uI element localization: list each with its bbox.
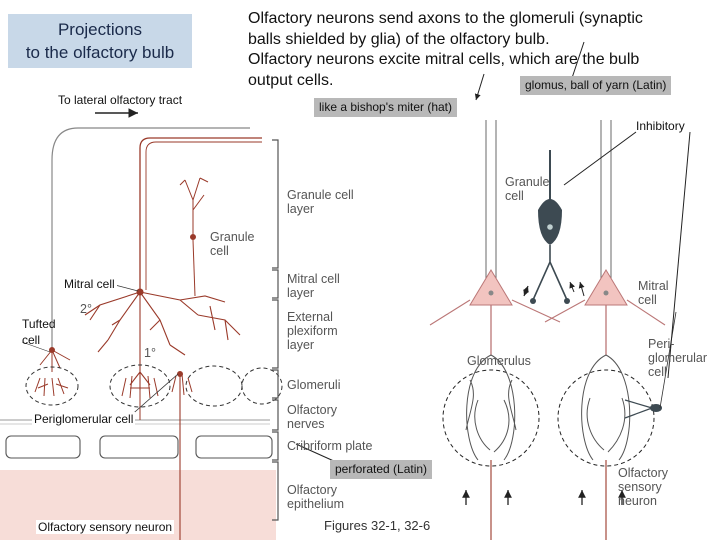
right-sensory-label-2: sensory (618, 480, 662, 494)
right-peri-label-1: Peri- (648, 337, 675, 351)
lateral-tract-label: To lateral olfactory tract (58, 93, 183, 107)
headline-line-2: balls shielded by glia) of the olfactory… (248, 30, 550, 48)
glomus-callout: glomus, ball of yarn (Latin) (520, 76, 672, 95)
headline-line-4: output cells. (248, 71, 334, 89)
glomeruli-layer-label: Glomeruli (287, 378, 341, 392)
left-cribriform-plate (5, 435, 273, 459)
olf-nerves-label-2: nerves (287, 417, 325, 431)
perforated-callout: perforated (Latin) (330, 460, 433, 479)
right-sensory-label-3: neuron (618, 494, 657, 508)
olf-epithelium-label-1: Olfactory (287, 483, 338, 497)
headline-line-1: Olfactory neurons send axons to the glom… (248, 10, 643, 27)
right-mitral-label-2: cell (638, 293, 657, 307)
right-granule-cell (530, 150, 570, 304)
right-mitral-cell-right (584, 269, 628, 306)
periglomerular-label: Periglomerular cell (32, 412, 136, 426)
right-granule-label-2: cell (505, 189, 524, 203)
title-box: Projections to the olfactory bulb (8, 14, 192, 68)
headline-line-3: Olfactory neurons excite mitral cells, w… (248, 51, 640, 68)
mitral-layer-label-1: Mitral cell (287, 272, 340, 286)
glomerulus-label: Glomerulus (467, 354, 531, 368)
headline-text: Olfactory neurons send axons to the glom… (248, 9, 716, 91)
granule-layer-label-2: layer (287, 202, 315, 216)
olf-nerves-label-1: Olfactory (287, 403, 338, 417)
right-peri-label-3: cell (648, 365, 667, 379)
mitral-cell-label: Mitral cell (62, 277, 117, 291)
layer-brackets (272, 139, 279, 521)
left-granule-label-2: cell (210, 244, 229, 258)
second-order-label: 2° (80, 302, 92, 316)
figure-reference: Figures 32-1, 32-6 (324, 518, 431, 533)
olf-epithelium-label-2: epithelium (287, 497, 344, 511)
inhibitory-callout: Inhibitory (636, 119, 685, 133)
external-plexiform-label-3: layer (287, 338, 315, 352)
right-sensory-label-1: Olfactory (618, 466, 669, 480)
external-plexiform-label-2: plexiform (287, 324, 338, 338)
right-periglomerular-cell (624, 399, 662, 419)
cribriform-label: Cribriform plate (287, 439, 373, 453)
miter-callout: like a bishop's miter (hat) (314, 98, 458, 117)
right-mitral-cell-left (469, 269, 513, 306)
callout-leaders (295, 41, 691, 463)
first-order-label: 1° (144, 346, 156, 360)
sensory-neuron-label: Olfactory sensory neuron (36, 520, 175, 534)
title-line-1: Projections (57, 20, 143, 39)
right-glomeruli (442, 369, 655, 467)
left-mitral-cell (84, 288, 241, 390)
external-plexiform-label-1: External (287, 310, 333, 324)
title-line-2: to the olfactory bulb (25, 43, 175, 62)
right-mitral-label-1: Mitral (638, 279, 669, 293)
right-peri-label-2: glomerular (648, 351, 708, 365)
left-tufted-cell (39, 347, 71, 372)
mitral-layer-label-2: layer (287, 286, 315, 300)
granule-layer-label-1: Granule cell (287, 188, 354, 202)
left-glomeruli (25, 364, 283, 408)
right-schematic-drawing (429, 120, 677, 540)
left-granule-label-1: Granule (210, 230, 255, 244)
tufted-label-2: cell (22, 333, 41, 347)
tufted-label-1: Tufted (22, 317, 56, 331)
right-granule-label-1: Granule (505, 175, 550, 189)
left-granule-cell (179, 177, 209, 297)
